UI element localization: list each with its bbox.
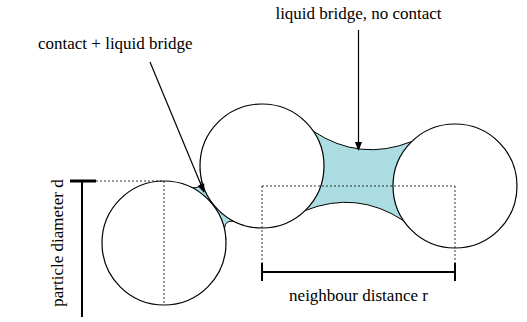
dimension-label: particle diameter d — [48, 179, 68, 306]
distance-tick — [261, 263, 263, 281]
particles — [102, 104, 517, 305]
dashed-guide — [262, 186, 263, 272]
dashed-guide — [164, 181, 165, 305]
diameter-tick — [70, 180, 96, 183]
distance-bar — [262, 271, 455, 273]
dimension-label: neighbour distance r — [289, 286, 428, 306]
dashed-guide — [88, 181, 164, 182]
dimension-lines — [70, 30, 455, 317]
callout-label: liquid bridge, no contact — [275, 4, 441, 24]
particle-circle — [102, 181, 226, 305]
callout-label: contact + liquid bridge — [38, 34, 193, 54]
diameter-bar — [81, 181, 83, 317]
distance-tick — [454, 263, 456, 281]
leader-arrow — [358, 30, 359, 150]
dashed-guide — [455, 186, 456, 272]
leader-arrow — [150, 62, 204, 192]
particle-circle — [200, 104, 324, 228]
dashed-guide — [262, 186, 455, 187]
